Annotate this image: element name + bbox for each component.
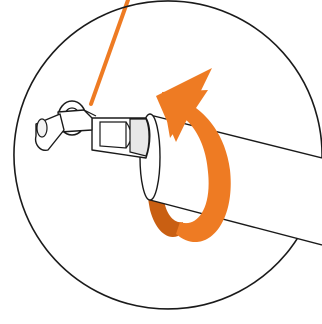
leader-line xyxy=(89,0,130,106)
detail-circle-top xyxy=(105,0,231,15)
rotation-arrowhead xyxy=(156,68,212,142)
detail-circle xyxy=(13,13,322,310)
rotation-arrow-front xyxy=(162,90,231,243)
nozzle-fitting xyxy=(34,100,151,159)
